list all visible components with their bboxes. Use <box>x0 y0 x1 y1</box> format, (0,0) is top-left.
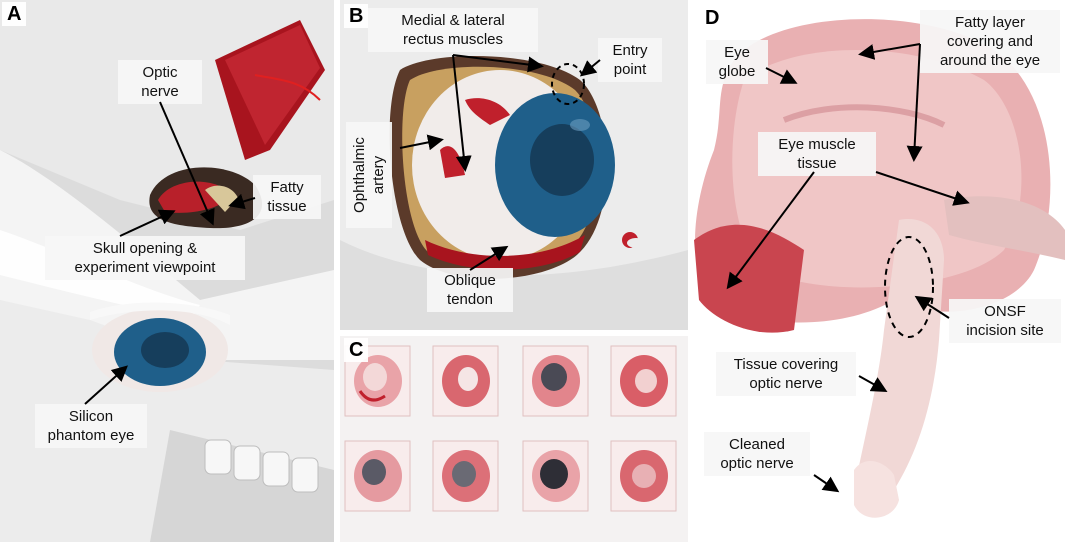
panel-d: D Eye globe Fatty layer covering and aro… <box>694 0 1065 542</box>
panel-b-letter: B <box>344 4 369 28</box>
label-tissue-covering: Tissue covering optic nerve <box>716 352 856 396</box>
label-oblique-tendon: Oblique tendon <box>427 268 513 312</box>
label-ophthalmic-artery: Ophthalmic artery <box>346 122 392 228</box>
label-fatty-tissue: Fatty tissue <box>253 175 321 219</box>
label-fatty-layer: Fatty layer covering and around the eye <box>920 10 1060 73</box>
label-rectus-muscles: Medial & lateral rectus muscles <box>368 8 538 52</box>
label-entry-point: Entry point <box>598 38 662 82</box>
panel-c: C <box>340 336 688 542</box>
panel-d-letter: D <box>700 6 725 30</box>
panel-a: A Optic nerve Fatty tissue Skull opening… <box>0 0 334 542</box>
specimen-grid <box>344 345 677 512</box>
label-optic-nerve: Optic nerve <box>118 60 202 104</box>
teeth <box>204 439 319 493</box>
panel-c-photo <box>340 336 688 542</box>
panel-a-letter: A <box>2 2 27 26</box>
label-cleaned-nerve: Cleaned optic nerve <box>704 432 810 476</box>
label-onsf: ONSF incision site <box>949 299 1061 343</box>
panel-c-letter: C <box>344 338 369 362</box>
label-skull-opening: Skull opening & experiment viewpoint <box>45 236 245 280</box>
label-silicon-eye: Silicon phantom eye <box>35 404 147 448</box>
label-eye-muscle: Eye muscle tissue <box>758 132 876 176</box>
panel-b: B Medial & lateral rectus muscles Entry … <box>340 0 688 330</box>
label-eye-globe: Eye globe <box>706 40 768 84</box>
